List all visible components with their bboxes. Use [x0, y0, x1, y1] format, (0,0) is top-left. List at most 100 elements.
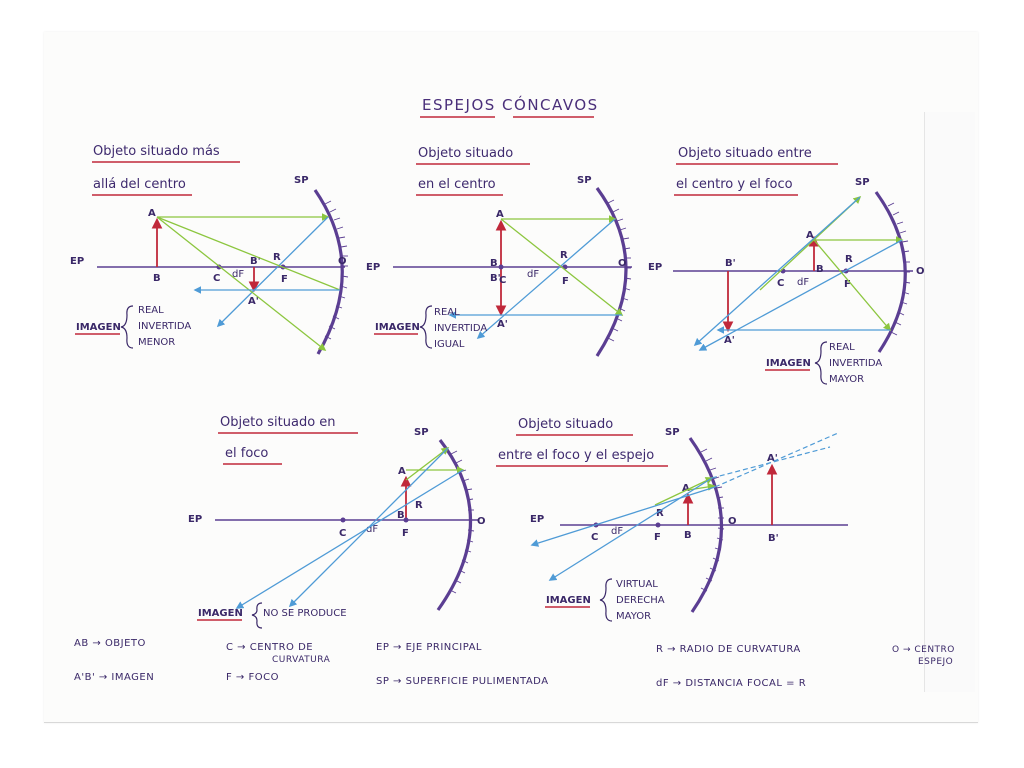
label-c: C — [339, 528, 346, 539]
label-ep: EP — [648, 262, 662, 273]
label-ep: EP — [188, 514, 202, 525]
panel-beyond-center: Objeto situado más allá del centro EP SP… — [70, 144, 349, 355]
panel-heading: Objeto situado en — [220, 415, 336, 430]
panel-between-center-focus: Objeto situado entre el centro y el foco… — [648, 146, 925, 385]
property-text: REAL — [434, 307, 460, 318]
concave-mirror — [595, 187, 628, 357]
mirror-hatching — [324, 200, 349, 340]
panel-heading: el foco — [225, 446, 268, 461]
notebook-page — [44, 32, 978, 723]
label-a-image: A' — [767, 453, 778, 464]
legend-c-continued: CURVATURA — [272, 655, 331, 665]
page-margin-strip — [924, 112, 975, 692]
ray-through-center — [654, 477, 714, 506]
label-r: R — [845, 254, 853, 265]
legend: AB → OBJETO A'B' → IMAGEN C → CENTRO DE … — [74, 638, 954, 689]
legend-c: C → CENTRO DE — [226, 642, 313, 653]
virtual-extension — [714, 432, 839, 488]
point-focus — [655, 522, 661, 528]
label-a-image: A' — [497, 319, 508, 330]
label-r: R — [560, 250, 568, 261]
label-a: A — [806, 230, 814, 241]
legend-ep: EP → EJE PRINCIPAL — [376, 642, 482, 653]
panel-heading: Objeto situado — [418, 146, 513, 161]
property-text: DERECHA — [616, 595, 665, 606]
ray-reflected-parallel — [288, 447, 449, 608]
label-imagen: IMAGEN — [375, 322, 420, 333]
legend-ab: AB → OBJETO — [74, 638, 146, 649]
ray-through-center — [156, 216, 327, 351]
legend-df: dF → DISTANCIA FOCAL = R — [656, 678, 806, 689]
property-text: IGUAL — [434, 339, 465, 350]
label-b: B — [816, 264, 824, 275]
label-b-image: B' — [490, 273, 501, 284]
label-imagen: IMAGEN — [546, 595, 591, 606]
label-a-image: A' — [248, 296, 259, 307]
ray-reflected — [530, 486, 716, 547]
panel-heading: Objeto situado más — [93, 144, 220, 159]
label-o: O — [338, 256, 347, 267]
label-r: R — [656, 508, 664, 519]
label-a: A — [398, 466, 406, 477]
label-o: O — [477, 516, 486, 527]
mirror-hatching — [700, 448, 725, 592]
label-sp: SP — [414, 427, 429, 438]
label-ep: EP — [366, 262, 380, 273]
ray-parallel — [687, 483, 716, 491]
ray-through-focus — [216, 216, 329, 328]
label-c: C — [591, 532, 598, 543]
point-focus — [403, 517, 409, 523]
property-text: VIRTUAL — [616, 579, 658, 590]
label-a: A — [148, 208, 156, 219]
label-c: C — [499, 275, 506, 286]
concave-mirror — [436, 439, 473, 611]
label-a-image: A' — [724, 335, 735, 346]
ray-through-center — [405, 447, 450, 481]
ray-to-focus — [500, 218, 624, 316]
concave-mirror — [688, 437, 724, 613]
brace — [251, 602, 263, 629]
property-text: INVERTIDA — [138, 321, 191, 332]
legend-o-continued: ESPEJO — [918, 657, 953, 667]
label-o: O — [618, 258, 627, 269]
label-sp: SP — [294, 175, 309, 186]
panel-at-focus: Objeto situado en el foco EP SP O A B C … — [188, 415, 486, 629]
label-sp: SP — [855, 177, 870, 188]
label-sp: SP — [577, 175, 592, 186]
label-f: F — [654, 532, 661, 543]
label-b: B — [153, 273, 161, 284]
legend-r: R → RADIO DE CURVATURA — [656, 644, 801, 655]
concave-mirror — [874, 191, 907, 353]
label-r: R — [273, 252, 281, 263]
label-c: C — [777, 278, 784, 289]
property-text: INVERTIDA — [434, 323, 487, 334]
property-text: MAYOR — [829, 374, 864, 385]
label-imagen: IMAGEN — [198, 608, 243, 619]
page-title: ESPEJOS CÓNCAVOS — [422, 95, 599, 114]
panel-heading: el centro y el foco — [676, 177, 793, 192]
mirror-hatching — [887, 202, 911, 336]
ray-back-through-center — [693, 196, 861, 347]
property-text: REAL — [829, 342, 855, 353]
label-imagen: IMAGEN — [766, 358, 811, 369]
ray-through-focus — [476, 218, 616, 340]
brace — [419, 305, 433, 349]
concave-mirror — [313, 189, 344, 355]
label-b: B — [490, 258, 498, 269]
label-ep: EP — [530, 514, 544, 525]
property-text: INVERTIDA — [829, 358, 882, 369]
brace — [599, 578, 613, 622]
panel-between-focus-mirror: Objeto situado entre el foco y el espejo… — [496, 417, 848, 622]
panel-heading: entre el foco y el espejo — [498, 448, 654, 463]
brace — [814, 341, 828, 385]
panel-heading: Objeto situado — [518, 417, 613, 432]
label-f: F — [281, 274, 288, 285]
label-c: C — [213, 273, 220, 284]
legend-f: F → FOCO — [226, 672, 279, 683]
legend-sp: SP → SUPERFICIE PULIMENTADA — [376, 676, 549, 687]
label-sp: SP — [665, 427, 680, 438]
label-ep: EP — [70, 256, 84, 267]
ray-reflected — [548, 477, 713, 581]
panel-heading: Objeto situado entre — [678, 146, 812, 161]
